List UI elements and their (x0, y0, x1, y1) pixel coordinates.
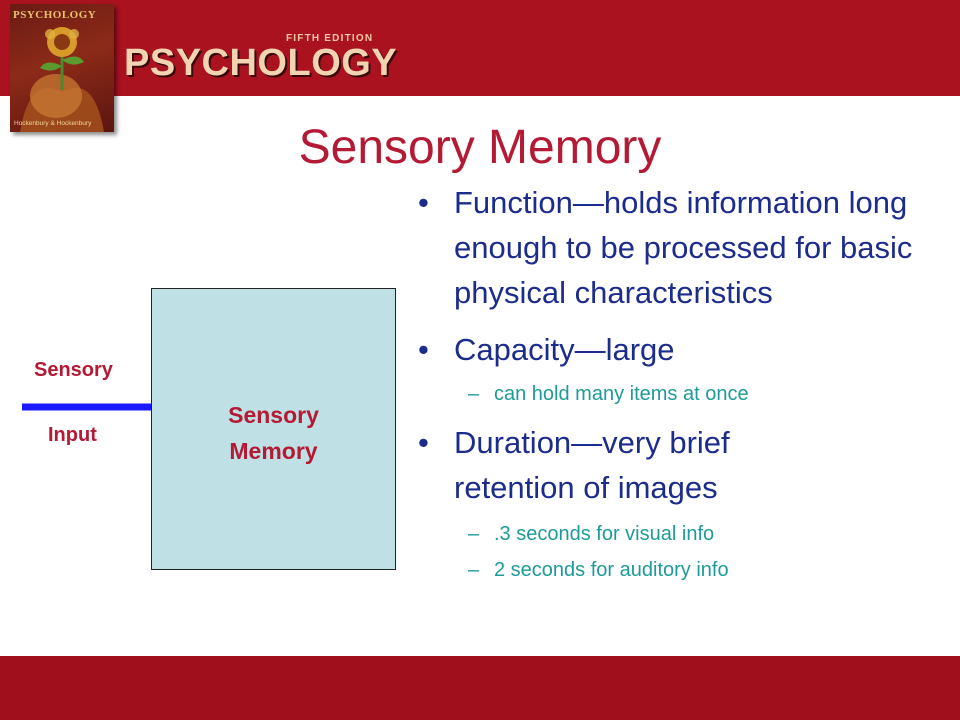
header-band (0, 0, 960, 96)
sensory-memory-label: Sensory Memory (152, 397, 395, 469)
sensory-memory-box: Sensory Memory (151, 288, 396, 570)
input-label-bottom: Input (48, 424, 97, 446)
bullet-duration: Duration—very brief retention of images (418, 420, 854, 510)
book-wordmark: PSYCHOLOGY (124, 42, 398, 84)
sub-bullet-capacity: can hold many items at once (418, 380, 938, 408)
cover-authors: Hockenbury & Hockenbury (14, 120, 92, 127)
sub-bullet-visual: .3 seconds for visual info (418, 520, 938, 548)
bullet-capacity: Capacity—large (418, 327, 938, 372)
edition-label: FIFTH EDITION (286, 33, 374, 44)
sub-bullet-auditory: 2 seconds for auditory info (418, 556, 938, 584)
box-label-line2: Memory (229, 438, 318, 464)
bullet-function: Function—holds information long enough t… (418, 180, 924, 315)
book-cover-image: PSYCHOLOGY Hockenbury & Hockenbury (10, 4, 114, 132)
box-label-line1: Sensory (228, 402, 319, 428)
input-label-top: Sensory (34, 359, 113, 381)
flower-illustration-icon (20, 27, 104, 132)
footer-band (0, 656, 960, 720)
cover-title: PSYCHOLOGY (13, 9, 97, 21)
slide-title: Sensory Memory (298, 121, 662, 174)
bullet-list: Function—holds information long enough t… (418, 180, 938, 584)
